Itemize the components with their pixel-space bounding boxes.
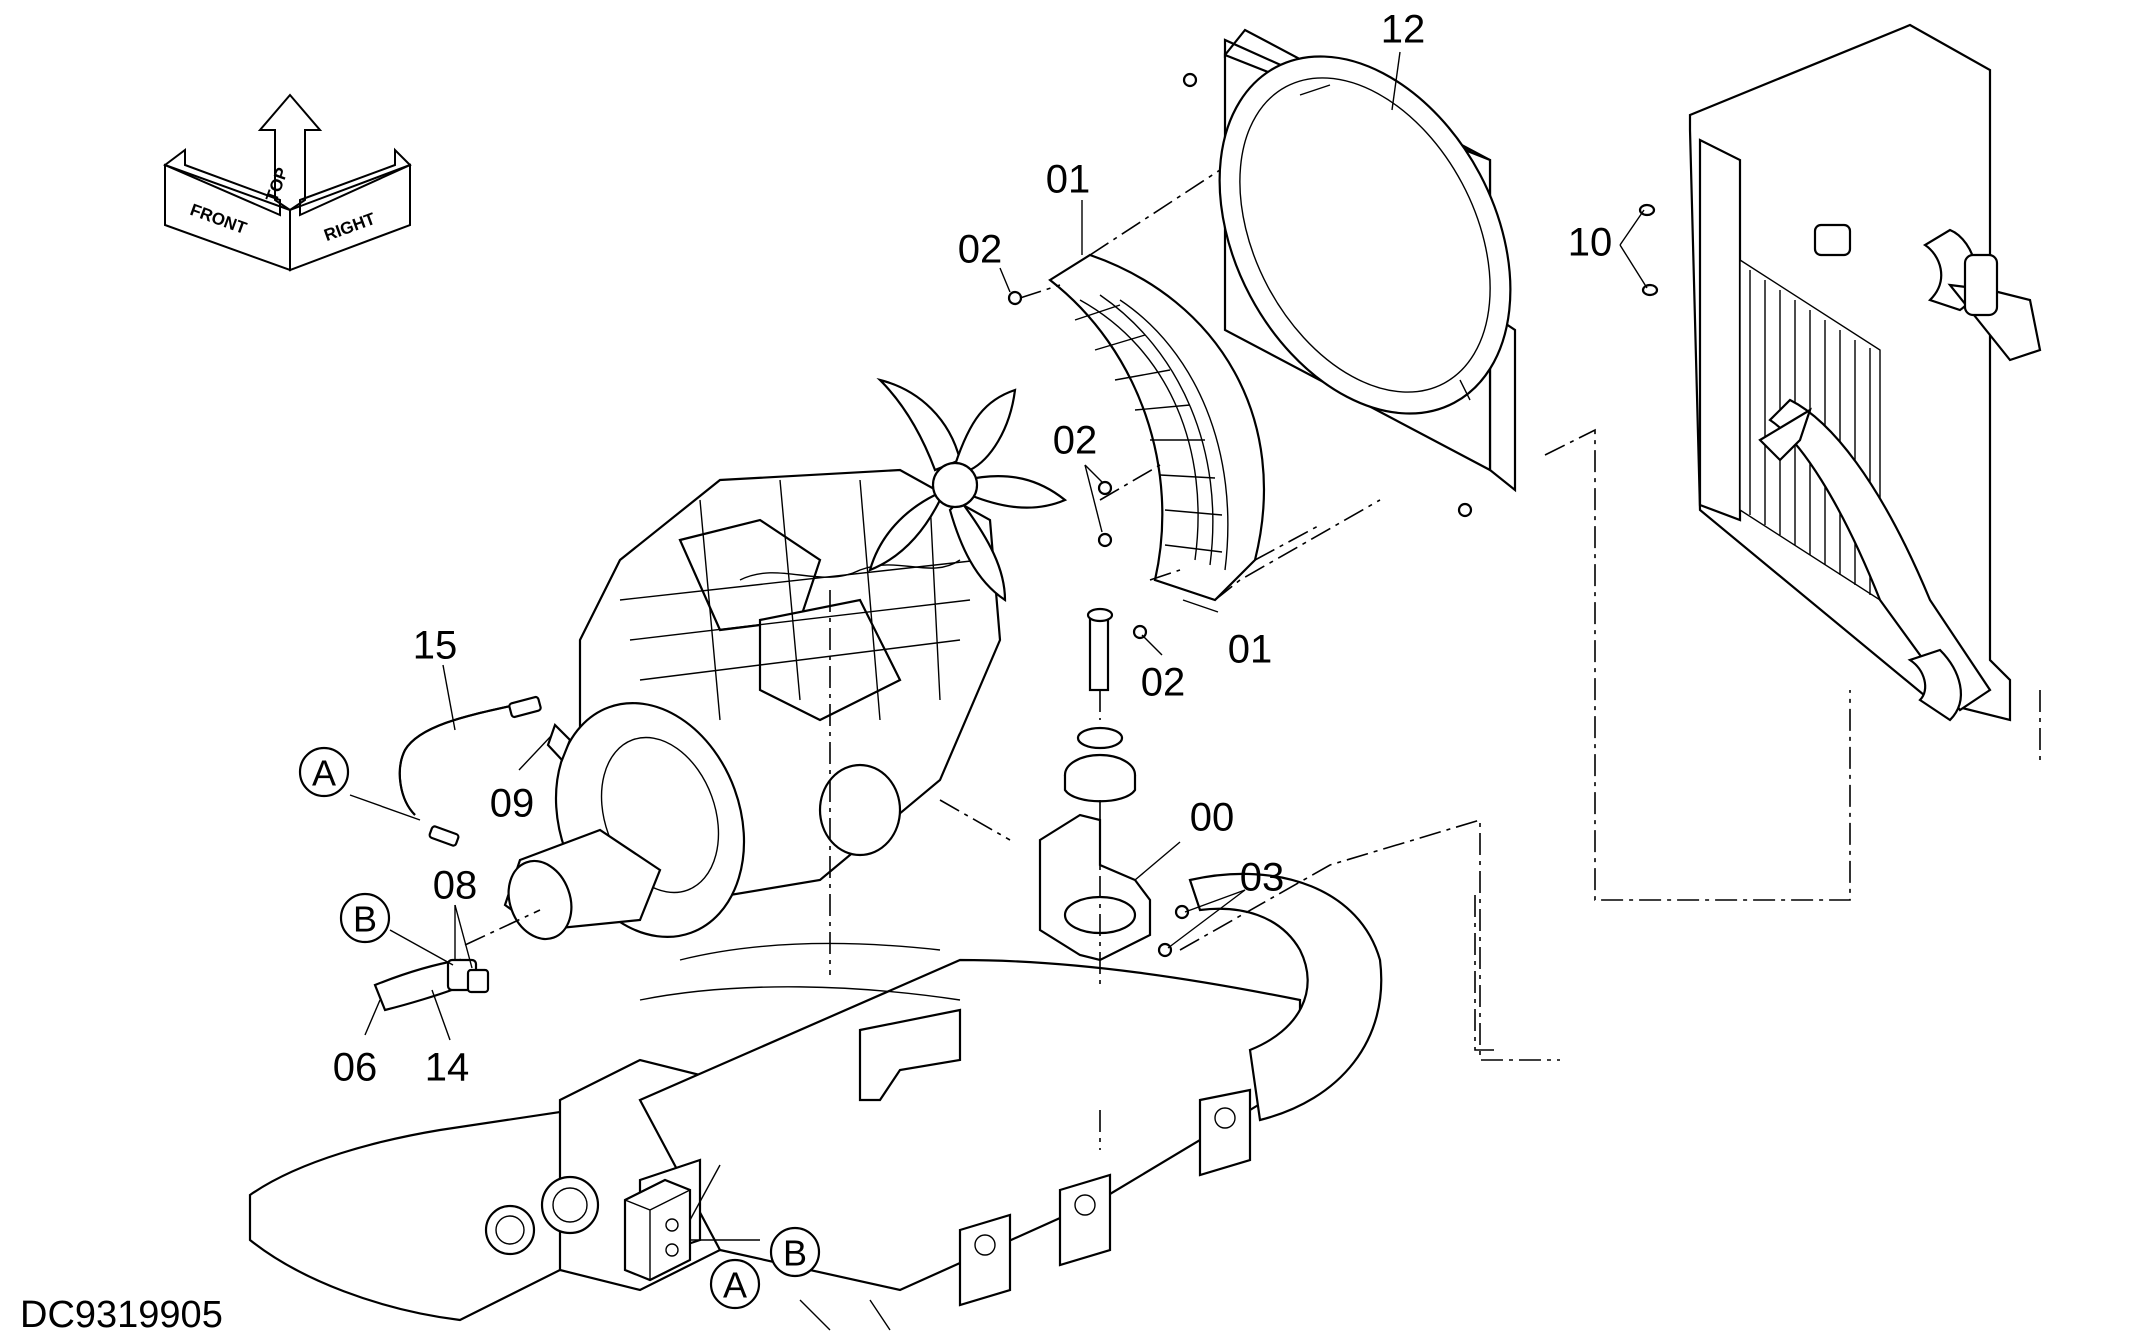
fan-shroud xyxy=(1218,28,1517,493)
callout-10: 10 xyxy=(1568,221,1613,265)
callout-08: 08 xyxy=(433,864,478,908)
assembly-lines xyxy=(464,169,2041,1150)
marker-a-upper: A xyxy=(298,746,350,798)
leader-lines xyxy=(349,51,1648,1241)
svg-text:B: B xyxy=(353,899,377,940)
hoses xyxy=(373,695,572,1012)
callout-06: 06 xyxy=(333,1046,378,1090)
connection-markers: A B B A xyxy=(298,746,821,1310)
bolts xyxy=(1007,72,1659,958)
callout-00: 00 xyxy=(1190,796,1235,840)
svg-text:A: A xyxy=(312,753,336,794)
callout-03: 03 xyxy=(1240,856,1285,900)
callout-14: 14 xyxy=(425,1046,470,1090)
radiator-assembly xyxy=(1688,23,2042,722)
callout-12: 12 xyxy=(1381,8,1426,52)
drawing-number: DC9319905 xyxy=(20,1294,223,1336)
orientation-indicator: FRONT TOP RIGHT xyxy=(163,93,412,272)
engine xyxy=(503,377,1068,941)
top-label: TOP xyxy=(262,165,292,204)
svg-text:B: B xyxy=(783,1233,807,1274)
svg-text:A: A xyxy=(723,1265,747,1306)
callout-01-top: 01 xyxy=(1046,158,1091,202)
marker-b-upper: B xyxy=(339,892,391,944)
valve-block xyxy=(623,1178,692,1282)
front-label: FRONT xyxy=(188,200,250,238)
marker-b-lower: B xyxy=(769,1226,821,1278)
callout-02-bottom: 02 xyxy=(1141,661,1186,705)
fan-guard xyxy=(1048,253,1265,602)
marker-a-lower: A xyxy=(709,1258,761,1310)
callout-01-bottom: 01 xyxy=(1228,628,1273,672)
callout-15: 15 xyxy=(413,624,458,668)
callout-02-mid: 02 xyxy=(1053,419,1098,463)
callout-09: 09 xyxy=(490,782,535,826)
callout-02-top: 02 xyxy=(958,228,1003,272)
callouts: 12 01 02 02 01 02 10 00 03 15 09 08 06 1… xyxy=(333,8,1613,1090)
